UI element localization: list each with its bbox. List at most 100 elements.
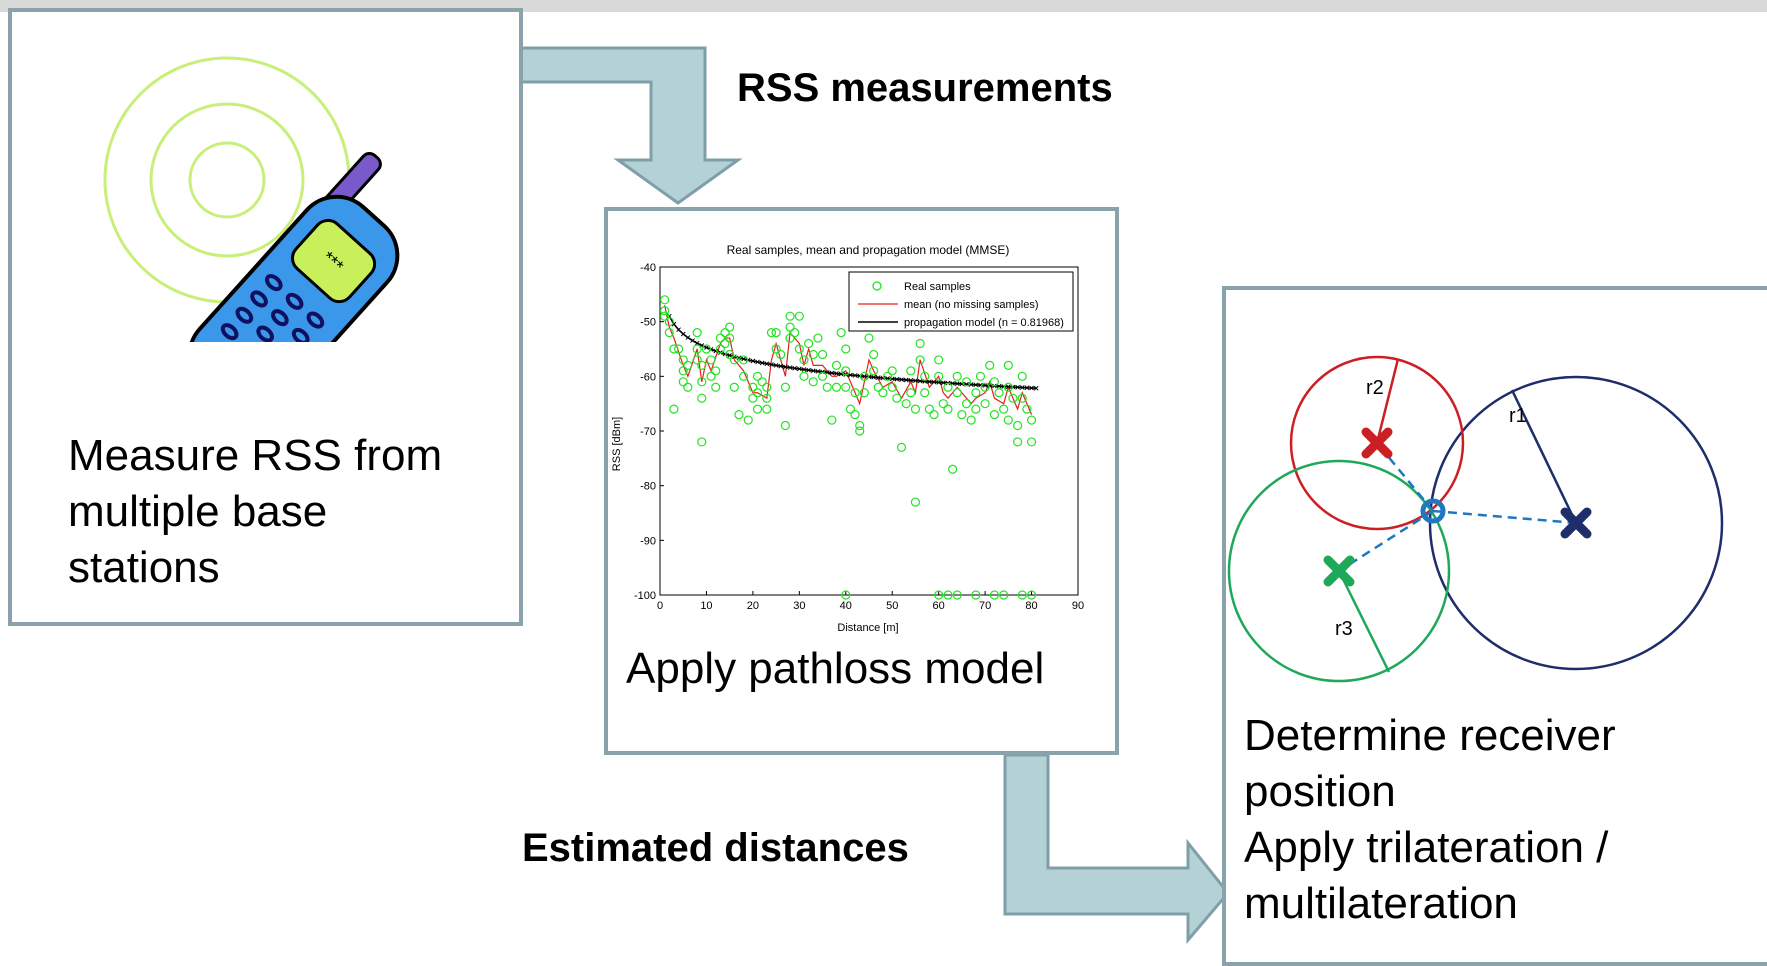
model-point (736, 355, 742, 361)
sample-point (804, 338, 814, 349)
sample-point (790, 327, 800, 338)
label-r2: r2 (1366, 377, 1384, 399)
model-point (759, 360, 765, 366)
model-point (801, 367, 807, 372)
sample-point (692, 344, 702, 354)
sample-point (869, 349, 879, 360)
sample-point (822, 382, 832, 392)
sample-point (989, 590, 999, 600)
sample-point (873, 382, 883, 392)
sample-point (729, 355, 739, 365)
sample-point (1026, 437, 1037, 447)
chart-y-label: RSS [dBm] (611, 417, 623, 471)
receiver-marker (1420, 498, 1446, 524)
sample-point (850, 388, 860, 398)
sample-point (980, 382, 990, 392)
model-point (783, 364, 788, 370)
model-point (1005, 384, 1011, 390)
y-tick-label: -40 (640, 262, 656, 274)
sample-point (1026, 415, 1037, 425)
model-point (1015, 384, 1020, 390)
sample-point (887, 382, 897, 392)
sample-point (906, 366, 916, 376)
sample-point (794, 311, 804, 321)
x-tick-label: 40 (840, 600, 852, 612)
model-point (713, 348, 719, 354)
sample-point (989, 377, 999, 387)
sample-point (739, 355, 749, 365)
sample-point (785, 322, 795, 332)
distance-line-3 (1338, 509, 1434, 573)
arrow-rss-measurements (518, 46, 743, 205)
model-point (676, 327, 681, 333)
sample-point (892, 393, 902, 403)
sample-point (878, 388, 888, 398)
y-tick-label: -80 (640, 481, 656, 493)
sample-point (1008, 393, 1018, 403)
sample-point (934, 590, 944, 600)
sample-point (664, 317, 674, 327)
sample-point (943, 590, 953, 600)
sample-point (980, 399, 990, 409)
model-point (750, 358, 756, 364)
sample-point (841, 382, 851, 392)
sample-point (1017, 371, 1027, 381)
model-point (913, 378, 918, 384)
legend-samples: Real samples (904, 281, 971, 293)
sample-point (906, 388, 916, 398)
sample-point (660, 311, 670, 321)
sample-point (985, 360, 995, 370)
mean-series (664, 305, 1033, 415)
model-point (852, 373, 858, 378)
sample-point (697, 437, 707, 447)
model-point (815, 368, 821, 374)
sample-point (999, 590, 1009, 600)
sample-point (975, 371, 986, 381)
model-point (680, 331, 686, 337)
model-point (982, 383, 988, 388)
base-station-2-marker (1361, 427, 1393, 459)
sample-point (1013, 437, 1023, 447)
signal-wave-inner (188, 141, 266, 219)
model-point (694, 340, 700, 346)
model-point (810, 368, 816, 374)
y-tick-label: -60 (640, 371, 656, 383)
model-point (704, 345, 709, 350)
model-point (834, 371, 839, 376)
sample-point (771, 327, 781, 338)
sample-point (678, 355, 688, 365)
model-point (927, 379, 932, 385)
phone-screen (291, 218, 377, 304)
legend-box (848, 271, 1074, 332)
sample-point (673, 344, 684, 354)
receiver-position-panel: r1 r2 r3 Determine receiver position App… (1222, 286, 1767, 966)
mean-line (664, 305, 1033, 415)
model-point (908, 377, 914, 383)
y-tick-label: -70 (640, 426, 656, 438)
sample-point (669, 404, 679, 414)
sample-point (808, 377, 818, 387)
sample-point (711, 366, 721, 376)
sample-point (836, 327, 846, 338)
x-tick-label: 0 (657, 600, 663, 612)
model-point (931, 379, 937, 385)
circle-r3 (1227, 459, 1451, 683)
sample-point (999, 404, 1009, 414)
sample-series (660, 295, 1037, 600)
label-r3: r3 (1335, 618, 1353, 640)
model-point (940, 380, 946, 386)
trilateration-text: Apply trilateration / multilateration (1244, 823, 1609, 928)
radius-line-r2 (1375, 358, 1400, 444)
sample-point (725, 333, 735, 343)
sample-point (725, 349, 735, 360)
sample-point (859, 388, 869, 398)
estimated-distances-label: Estimated distances (522, 826, 909, 870)
sample-point (678, 366, 688, 376)
model-point (899, 377, 904, 382)
sample-point (841, 366, 851, 376)
sample-point (706, 355, 716, 365)
sample-point (961, 399, 972, 409)
sample-point (971, 388, 981, 398)
sample-point (934, 371, 944, 381)
trilateration-diagram: r1 r2 r3 (1227, 355, 1724, 683)
